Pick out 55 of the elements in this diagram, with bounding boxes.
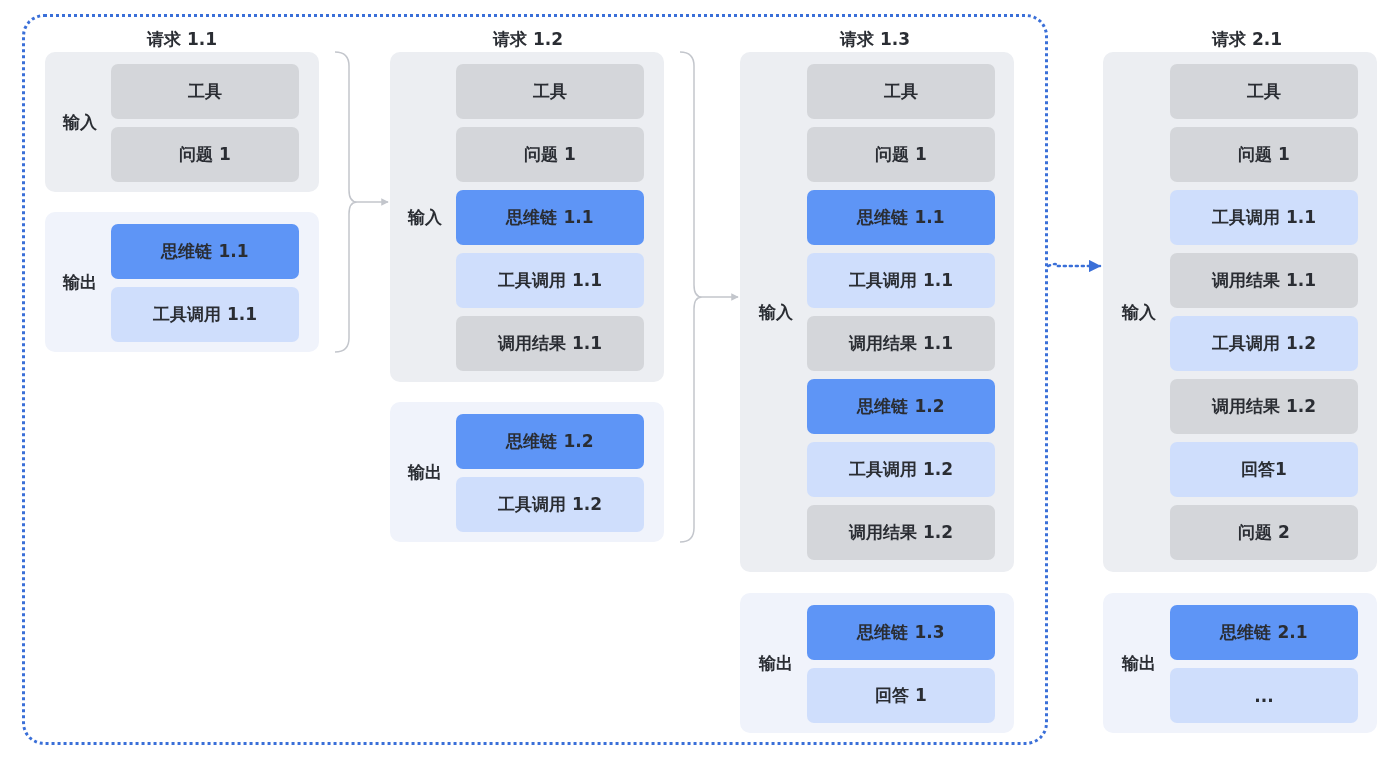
panel-label: 输出 bbox=[1121, 651, 1156, 675]
reasoning-block: 思维链 1.1 bbox=[807, 190, 995, 245]
context-block: 问题 1 bbox=[456, 127, 644, 182]
context-block: 调用结果 1.2 bbox=[1170, 379, 1358, 434]
reasoning-block: 思维链 1.1 bbox=[456, 190, 644, 245]
output-panel bbox=[390, 402, 664, 542]
context-block: 工具 bbox=[111, 64, 299, 119]
reasoning-block: 思维链 1.3 bbox=[807, 605, 995, 660]
context-block: 工具 bbox=[1170, 64, 1358, 119]
context-block: 问题 1 bbox=[1170, 127, 1358, 182]
tool-call-block: 工具调用 1.1 bbox=[807, 253, 995, 308]
input-panel bbox=[740, 52, 1014, 572]
context-block: 调用结果 1.2 bbox=[807, 505, 995, 560]
panel-label: 输入 bbox=[1121, 300, 1156, 324]
column-title: 请求 1.3 bbox=[840, 28, 910, 51]
tool-call-block: 回答 1 bbox=[807, 668, 995, 723]
reasoning-block: 思维链 2.1 bbox=[1170, 605, 1358, 660]
panel-label: 输入 bbox=[758, 300, 793, 324]
output-panel bbox=[45, 212, 319, 352]
reasoning-block: 思维链 1.2 bbox=[456, 414, 644, 469]
panel-label: 输入 bbox=[63, 110, 97, 134]
context-block: 工具 bbox=[807, 64, 995, 119]
brace-arrow bbox=[679, 51, 739, 543]
context-block: 工具 bbox=[456, 64, 644, 119]
tool-call-block: 工具调用 1.1 bbox=[456, 253, 644, 308]
input-panel bbox=[45, 52, 319, 192]
brace-arrow bbox=[334, 51, 389, 353]
reasoning-block: 思维链 1.2 bbox=[807, 379, 995, 434]
tool-call-block: ... bbox=[1170, 668, 1358, 723]
column-title: 请求 2.1 bbox=[1212, 28, 1282, 51]
panel-label: 输出 bbox=[63, 270, 97, 294]
input-panel bbox=[390, 52, 664, 382]
context-block: 调用结果 1.1 bbox=[1170, 253, 1358, 308]
context-block: 调用结果 1.1 bbox=[456, 316, 644, 371]
panel-label: 输出 bbox=[758, 651, 793, 675]
tool-call-block: 工具调用 1.2 bbox=[1170, 316, 1358, 371]
context-block: 问题 1 bbox=[807, 127, 995, 182]
panel-label: 输入 bbox=[408, 205, 442, 229]
context-block: 问题 1 bbox=[111, 127, 299, 182]
tool-call-block: 工具调用 1.2 bbox=[456, 477, 644, 532]
tool-call-block: 回答1 bbox=[1170, 442, 1358, 497]
input-panel bbox=[1103, 52, 1377, 572]
context-block: 调用结果 1.1 bbox=[807, 316, 995, 371]
dotted-frame bbox=[22, 14, 1048, 745]
output-panel bbox=[1103, 593, 1377, 733]
column-title: 请求 1.1 bbox=[147, 28, 217, 51]
context-block: 问题 2 bbox=[1170, 505, 1358, 560]
reasoning-block: 思维链 1.1 bbox=[111, 224, 299, 279]
dotted-arrow bbox=[1046, 259, 1102, 273]
panel-label: 输出 bbox=[408, 460, 442, 484]
tool-call-block: 工具调用 1.1 bbox=[111, 287, 299, 342]
column-title: 请求 1.2 bbox=[493, 28, 563, 51]
tool-call-block: 工具调用 1.2 bbox=[807, 442, 995, 497]
output-panel bbox=[740, 593, 1014, 733]
tool-call-block: 工具调用 1.1 bbox=[1170, 190, 1358, 245]
